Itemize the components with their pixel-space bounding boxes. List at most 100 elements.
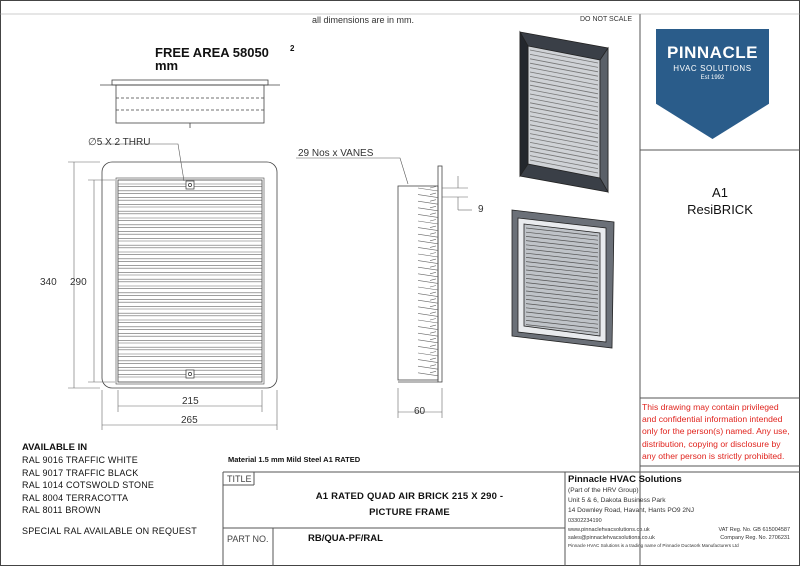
vane-line	[417, 200, 439, 205]
vane-line	[429, 311, 437, 314]
vane-line	[417, 220, 439, 225]
side-vanes	[417, 186, 439, 377]
dimensions-note: all dimensions are in mm.	[312, 15, 415, 25]
vane-line	[525, 303, 599, 312]
vane-line	[529, 115, 599, 130]
vane-line	[529, 76, 599, 90]
vane-line	[429, 305, 437, 308]
company-website[interactable]: www.pinnaclehvacsolutions.co.uk	[568, 526, 650, 533]
ral-colour: RAL 9017 TRAFFIC BLACK	[22, 467, 139, 478]
vane-line	[529, 71, 599, 86]
vane-line	[529, 150, 599, 165]
vane-line	[525, 240, 599, 249]
vane-line	[417, 280, 439, 284]
dim-depth: 60	[414, 406, 426, 417]
vane-line	[529, 106, 599, 121]
vane-line	[429, 331, 437, 334]
part-no-value: RB/QUA-PF/RAL	[308, 533, 383, 544]
hole-label: ∅5 X 2 THRU	[88, 137, 151, 148]
vane-line	[525, 244, 599, 254]
vane-line	[429, 245, 437, 248]
vane-line	[429, 291, 437, 294]
free-area-label: FREE AREA 58050 mm	[155, 46, 269, 72]
iso-back-vanes	[529, 49, 599, 174]
vane-line	[529, 49, 599, 64]
vane-line	[429, 258, 437, 261]
vane-line	[417, 266, 439, 271]
availability-heading: AVAILABLE IN	[22, 442, 88, 453]
vane-line	[429, 206, 437, 209]
vane-line	[525, 227, 599, 237]
vane-line	[429, 272, 437, 275]
company-address1: Unit 5 & 6, Dakota Business Park	[568, 497, 666, 505]
vane-line	[525, 299, 599, 308]
company-phone: 03302234190	[568, 517, 602, 524]
vane-line	[429, 199, 437, 202]
company-address2: 14 Downley Road, Havant, Hants PO9 2NJ	[568, 507, 695, 515]
dim-inner-width: 215	[182, 396, 199, 407]
vane-line	[429, 252, 437, 255]
vane-line	[417, 332, 439, 337]
vane-line	[525, 236, 599, 245]
vane-line	[417, 260, 439, 264]
vane-line	[417, 194, 439, 198]
vane-line	[417, 339, 439, 344]
vane-line	[417, 306, 439, 311]
ral-colour: RAL 8004 TERRACOTTA	[22, 492, 129, 503]
vanes-label: 29 Nos x VANES	[298, 148, 374, 159]
free-area-unit: mm	[155, 58, 179, 73]
vane-line	[429, 192, 437, 195]
vane-line	[429, 371, 437, 374]
special-ral-note: SPECIAL RAL AVAILABLE ON REQUEST	[22, 525, 197, 536]
vane-line	[529, 137, 599, 152]
vane-line	[529, 98, 599, 112]
front-vanes	[118, 183, 262, 378]
vane-line	[417, 207, 439, 212]
vane-line	[529, 80, 599, 95]
company-block: Pinnacle HVAC Solutions (Part of the HRV…	[568, 474, 796, 550]
vane-line	[529, 84, 599, 99]
ral-colour: RAL 1014 COTSWOLD STONE	[22, 480, 155, 491]
vane-line	[525, 282, 599, 291]
vane-line	[417, 240, 439, 245]
vane-line	[429, 364, 437, 367]
vane-line	[429, 298, 437, 301]
vane-line	[529, 93, 599, 108]
vane-line	[429, 344, 437, 347]
company-name: Pinnacle HVAC Solutions	[568, 474, 682, 485]
vane-line	[525, 269, 599, 279]
product-name: ResiBRICK	[687, 202, 753, 217]
ral-colour: RAL 8011 BROWN	[22, 505, 101, 516]
vane-line	[529, 111, 599, 125]
vane-line	[417, 299, 439, 304]
vane-line	[529, 142, 599, 156]
vane-line	[525, 315, 599, 325]
availability-block: AVAILABLE IN RAL 9016 TRAFFIC WHITE RAL …	[22, 442, 197, 538]
vane-line	[429, 186, 437, 189]
vane-line	[417, 313, 439, 317]
company-vat: VAT Reg. No. GB 615004587	[718, 526, 790, 533]
vane-line	[429, 265, 437, 268]
iso-view-front	[511, 209, 615, 349]
iso-front-vanes	[525, 227, 599, 333]
vane-line	[525, 324, 599, 333]
vane-line	[417, 247, 439, 251]
material-note: Material 1.5 mm Mild Steel A1 RATED	[228, 455, 361, 464]
vane-line	[417, 286, 439, 291]
vane-line	[525, 261, 599, 270]
vane-line	[417, 365, 439, 370]
vane-line	[525, 320, 599, 329]
company-footer: Pinnacle HVAC Solutions is a trading nam…	[568, 542, 739, 548]
vane-line	[417, 359, 439, 363]
vane-line	[417, 214, 439, 218]
title-label: TITLE	[227, 474, 252, 484]
vane-line	[529, 89, 599, 103]
vane-line	[525, 248, 599, 258]
vane-line	[417, 352, 439, 357]
vane-line	[525, 307, 599, 317]
vane-line	[525, 311, 599, 321]
company-email-row: sales@pinnaclehvacsolutions.co.uk Compan…	[568, 534, 796, 542]
company-email[interactable]: sales@pinnaclehvacsolutions.co.uk	[568, 534, 655, 541]
company-group: (Part of the HRV Group)	[568, 487, 639, 494]
